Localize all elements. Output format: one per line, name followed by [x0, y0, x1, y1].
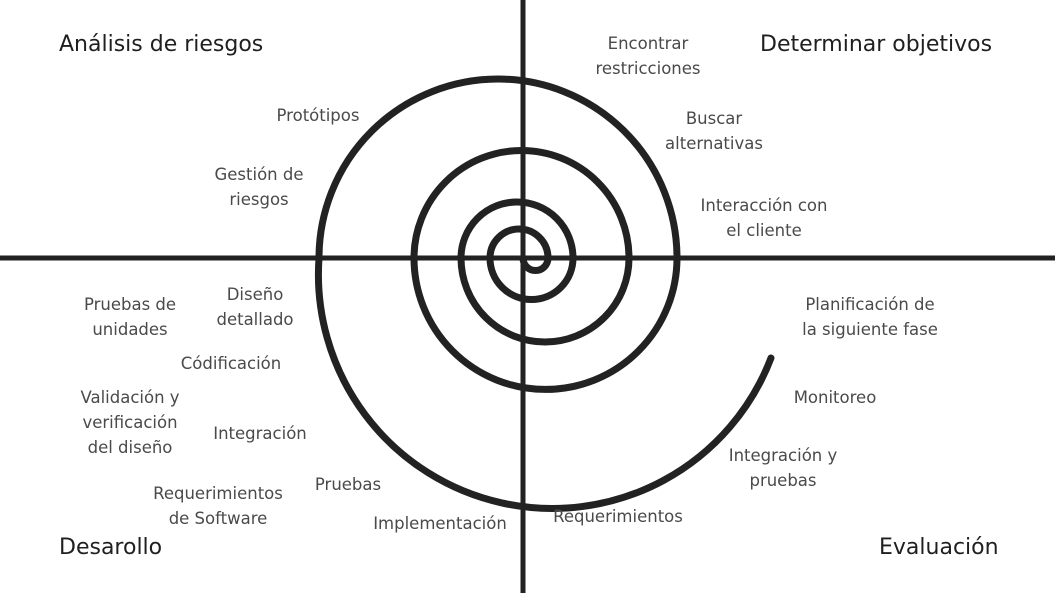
label-requerimientos: Requerimientos: [553, 507, 683, 526]
label-pruebas-unidades: Pruebas de unidades: [83, 295, 177, 339]
label-planificacion: Planificación de la siguiente fase: [802, 295, 938, 339]
label-diseno-detallado: Diseño detallado: [216, 285, 294, 329]
label-interaccion-cliente: Interacción con el cliente: [700, 196, 828, 240]
label-codificacion: Códificación: [180, 354, 282, 373]
quadrant-title-analisis: Análisis de riesgos: [59, 32, 264, 57]
label-gestion-riesgos: Gestión de riesgos: [214, 165, 304, 209]
label-validacion-verificacion: Validación y verificación del diseño: [80, 388, 180, 457]
quadrant-title-objetivos: Determinar objetivos: [760, 32, 993, 57]
label-pruebas: Pruebas: [314, 475, 382, 494]
label-implementacion: Implementación: [373, 514, 507, 533]
spiral-curve: [314, 75, 775, 512]
label-requerimientos-software: Requerimientos de Software: [153, 484, 283, 528]
label-prototipos: Protótipos: [276, 106, 360, 125]
quadrant-title-evaluacion: Evaluación: [879, 535, 999, 560]
label-monitoreo: Monitoreo: [793, 388, 877, 407]
quadrant-title-desarollo: Desarollo: [59, 535, 163, 560]
label-integracion-pruebas: Integración y pruebas: [728, 446, 838, 490]
label-encontrar-restricciones: Encontrar restricciones: [595, 34, 701, 78]
label-buscar-alternativas: Buscar alternativas: [665, 109, 763, 153]
label-integracion: Integración: [213, 424, 307, 443]
